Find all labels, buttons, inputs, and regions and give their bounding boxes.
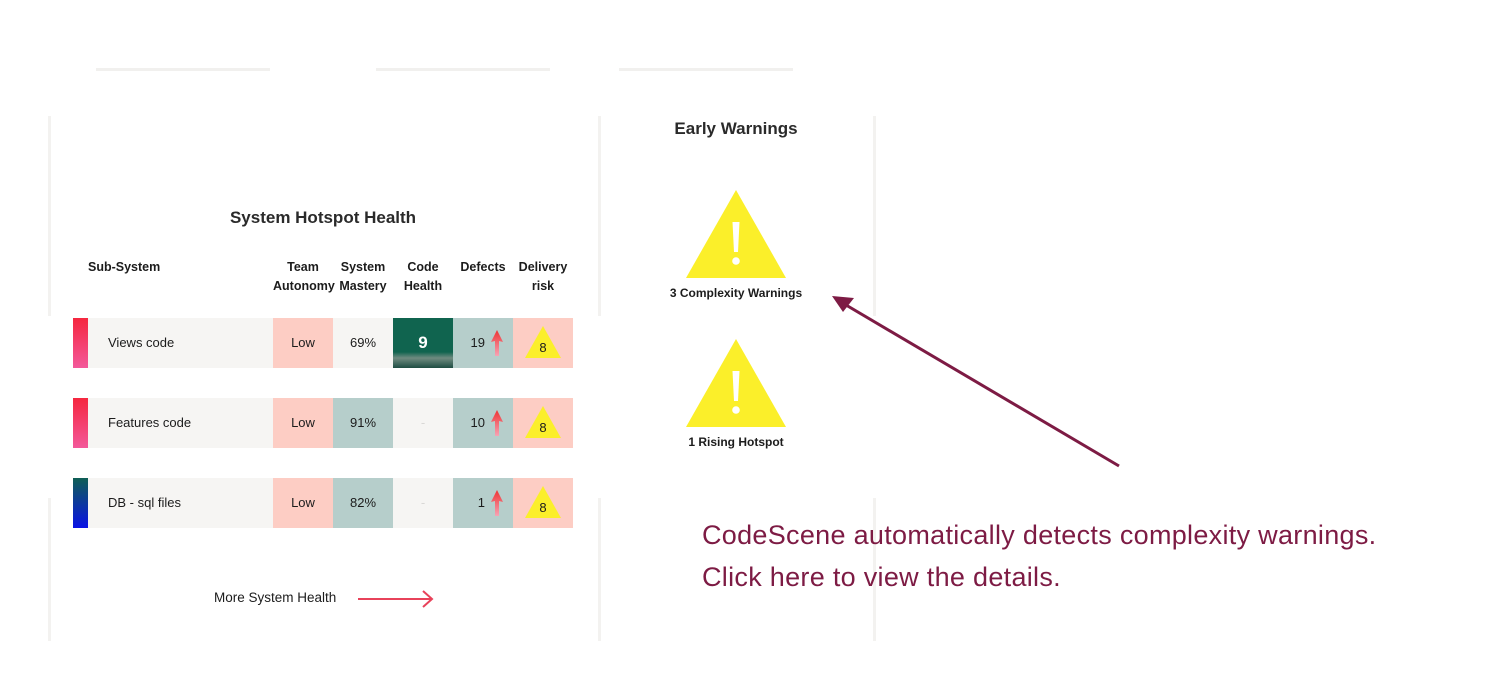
column-header-code-health: Code Health	[403, 260, 443, 293]
panel-divider	[598, 498, 601, 641]
column-header-system-mastery: System Mastery	[339, 260, 387, 293]
code-health-cell: -	[420, 495, 426, 510]
table-row[interactable]: Views code Low 69% 9 19 8	[73, 318, 573, 368]
panel-divider	[48, 498, 51, 641]
more-system-health-link[interactable]: More System Health	[214, 590, 337, 605]
panel-divider	[48, 116, 51, 316]
panel-divider	[873, 116, 876, 316]
team-autonomy-cell: Low	[273, 398, 333, 448]
panel-title: Early Warnings	[674, 119, 798, 138]
risk-warning-triangle-icon	[525, 406, 561, 438]
row-color-stripe	[73, 398, 88, 448]
trend-up-arrow-icon	[491, 490, 503, 516]
trend-up-arrow-icon	[491, 330, 503, 356]
delivery-risk-cell: 8	[513, 398, 573, 448]
table-row[interactable]: DB - sql files Low 82% - 1 8	[73, 478, 573, 528]
warning-triangle-icon[interactable]	[686, 339, 786, 427]
risk-warning-triangle-icon	[525, 486, 561, 518]
defects-cell: 10	[453, 398, 513, 448]
subsystem-name[interactable]: Features code	[108, 415, 192, 430]
delivery-risk-value: 8	[539, 420, 547, 435]
column-header-delivery-risk: Delivery risk	[518, 260, 568, 293]
trend-up-arrow-icon	[491, 410, 503, 436]
column-header-team-autonomy: Team Autonomy	[273, 260, 335, 293]
team-autonomy-cell: Low	[273, 318, 333, 368]
arrow-right-icon[interactable]	[358, 589, 434, 609]
tab-underline	[96, 68, 270, 71]
system-mastery-cell: 82%	[333, 478, 393, 528]
callout-text: CodeScene automatically detects complexi…	[702, 514, 1376, 598]
panel-divider	[598, 116, 601, 316]
code-health-cell[interactable]: 9	[393, 318, 453, 368]
warning-label[interactable]: 3 Complexity Warnings	[669, 286, 803, 300]
callout-line: Click here to view the details.	[702, 562, 1061, 592]
defects-cell: 19	[453, 318, 513, 368]
warning-label[interactable]: 1 Rising Hotspot	[688, 435, 784, 449]
tab-underline	[619, 68, 793, 71]
defects-count: 19	[470, 335, 485, 350]
panel-divider	[873, 498, 876, 641]
risk-warning-triangle-icon	[525, 326, 561, 358]
column-header-subsystem: Sub-System	[88, 260, 161, 274]
defects-count: 10	[470, 415, 485, 430]
delivery-risk-cell: 8	[513, 318, 573, 368]
defects-cell: 1	[453, 478, 513, 528]
code-health-cell: -	[420, 415, 426, 430]
subsystem-name[interactable]: Views code	[108, 335, 175, 350]
system-mastery-cell: 91%	[333, 398, 393, 448]
team-autonomy-cell: Low	[273, 478, 333, 528]
column-header-defects: Defects	[460, 260, 506, 274]
subsystem-name[interactable]: DB - sql files	[108, 495, 181, 510]
callout-line: CodeScene automatically detects complexi…	[702, 520, 1377, 550]
row-color-stripe	[73, 478, 88, 528]
delivery-risk-value: 8	[539, 340, 547, 355]
table-row[interactable]: Features code Low 91% - 10 8	[73, 398, 573, 448]
defects-count: 1	[477, 495, 485, 510]
tab-underline	[376, 68, 550, 71]
delivery-risk-value: 8	[539, 500, 547, 515]
row-color-stripe	[73, 318, 88, 368]
delivery-risk-cell: 8	[513, 478, 573, 528]
system-mastery-cell: 69%	[349, 335, 377, 350]
panel-title: System Hotspot Health	[229, 208, 417, 227]
warning-triangle-icon[interactable]	[686, 190, 786, 278]
